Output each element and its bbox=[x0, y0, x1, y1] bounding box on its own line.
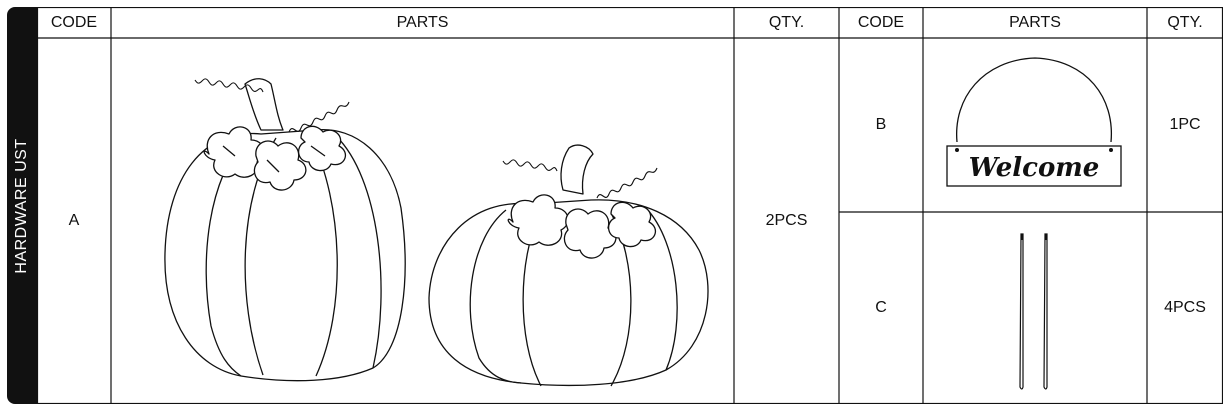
row-b-qty: 1PC bbox=[1169, 116, 1201, 133]
sign-hanger-wire-icon bbox=[956, 57, 1112, 143]
hardware-list-tab: HARDWARE UST bbox=[7, 7, 37, 404]
row-b-code: B bbox=[875, 116, 887, 133]
header-qty-right: QTY. bbox=[1167, 13, 1203, 31]
hardware-list-label: HARDWARE UST bbox=[13, 137, 30, 274]
welcome-sign-board-icon bbox=[946, 145, 1122, 187]
metal-stakes-icon bbox=[1019, 233, 1048, 390]
large-pumpkin-icon bbox=[164, 78, 406, 382]
header-parts-right: PARTS bbox=[1009, 13, 1061, 31]
row-c-code: C bbox=[875, 299, 887, 316]
header-qty-left: QTY. bbox=[768, 13, 805, 31]
welcome-sign-illustration: Welcome bbox=[946, 57, 1122, 187]
welcome-sign-text: Welcome bbox=[969, 153, 1100, 183]
row-c-qty: 4PCS bbox=[1164, 299, 1206, 316]
header-code-right: CODE bbox=[857, 13, 905, 31]
row-a-code: A bbox=[68, 212, 80, 229]
pumpkins-illustration bbox=[164, 78, 709, 387]
table-grid bbox=[37, 7, 1223, 404]
small-pumpkin-icon bbox=[428, 144, 709, 387]
row-a-qty: 2PCS bbox=[765, 212, 808, 229]
stakes-illustration bbox=[1019, 233, 1048, 390]
header-code-left: CODE bbox=[50, 13, 98, 31]
hardware-table: CODE PARTS QTY. CODE PARTS QTY. A 2PCS bbox=[37, 7, 1223, 404]
header-parts-left: PARTS bbox=[396, 13, 449, 31]
